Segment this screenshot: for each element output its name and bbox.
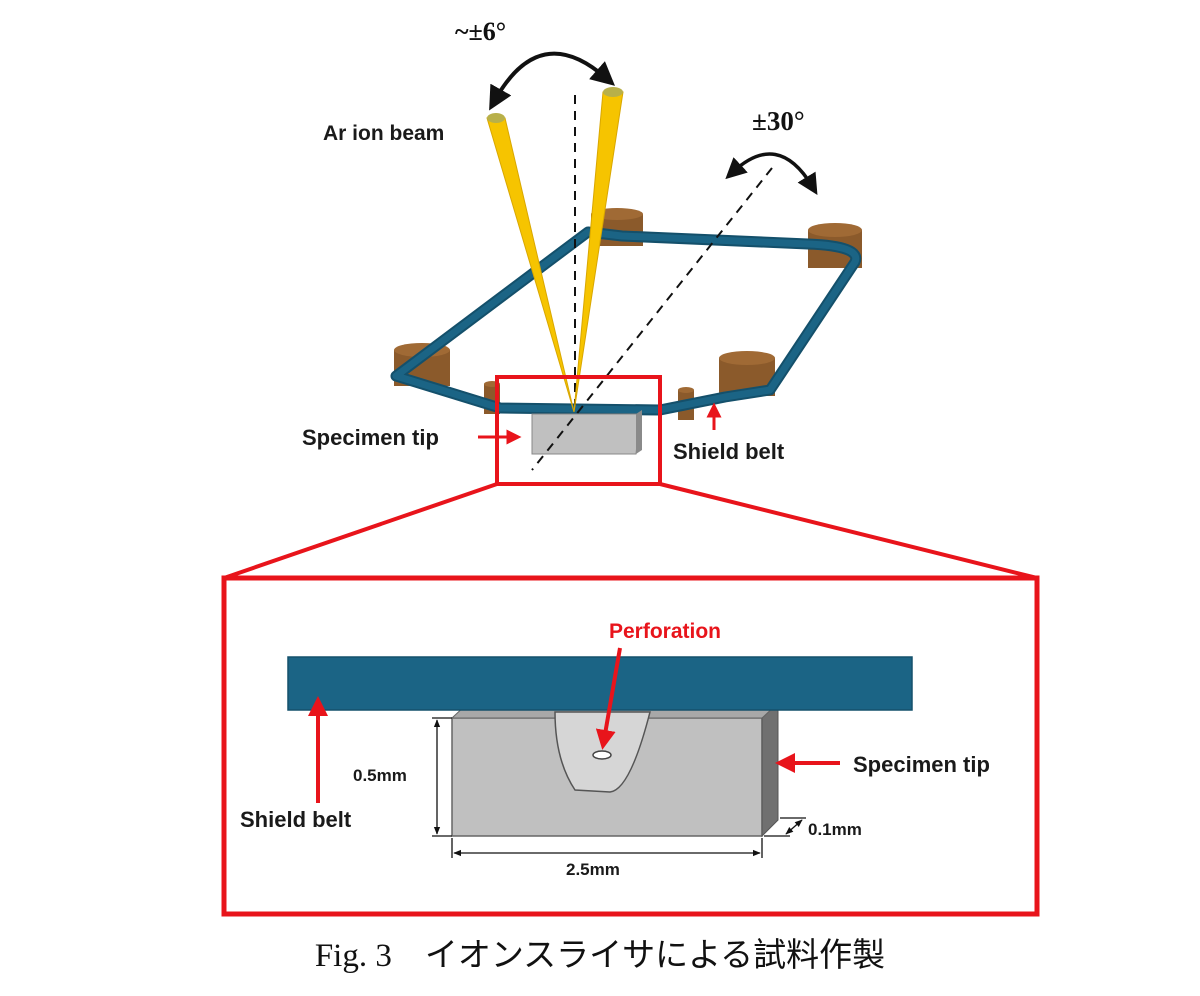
width-dimension: [451, 838, 763, 858]
rotation-axis-line: [531, 167, 773, 471]
ion-beam-right: [573, 87, 624, 413]
rotate-angle-label: ±30°: [752, 106, 805, 136]
zoom-highlight-box: [495, 375, 662, 486]
specimen-tip-block: [531, 410, 642, 455]
tilt-arrow: [489, 51, 616, 111]
height-dimension: [432, 717, 452, 837]
width-dimension-label: 2.5mm: [566, 860, 620, 879]
figure-caption: Fig. 3 イオンスライサによる試料作製: [315, 937, 885, 974]
ion-beam-left: [486, 113, 575, 413]
depth-dimension-label: 0.1mm: [808, 820, 862, 839]
shield-belt-detail-label: Shield belt: [240, 807, 352, 832]
height-dimension-label: 0.5mm: [353, 766, 407, 785]
specimen-tip-label: Specimen tip: [302, 425, 439, 450]
perforation-pointer: [595, 647, 622, 750]
depth-dimension: [764, 817, 806, 837]
zoom-line-left: [223, 482, 498, 580]
tilt-angle-label: ~±6°: [455, 17, 506, 46]
perforation-label: Perforation: [609, 620, 721, 643]
shield-belt-bar: [287, 656, 913, 711]
shield-belt-label: Shield belt: [673, 439, 785, 464]
detail-panel: [221, 575, 1040, 917]
perforation-hole: [592, 750, 612, 760]
zoom-line-right: [659, 482, 1038, 580]
specimen-tip-detail-label: Specimen tip: [853, 752, 990, 777]
rotation-arrow: [725, 152, 818, 195]
ion-beam-label: Ar ion beam: [323, 122, 444, 145]
